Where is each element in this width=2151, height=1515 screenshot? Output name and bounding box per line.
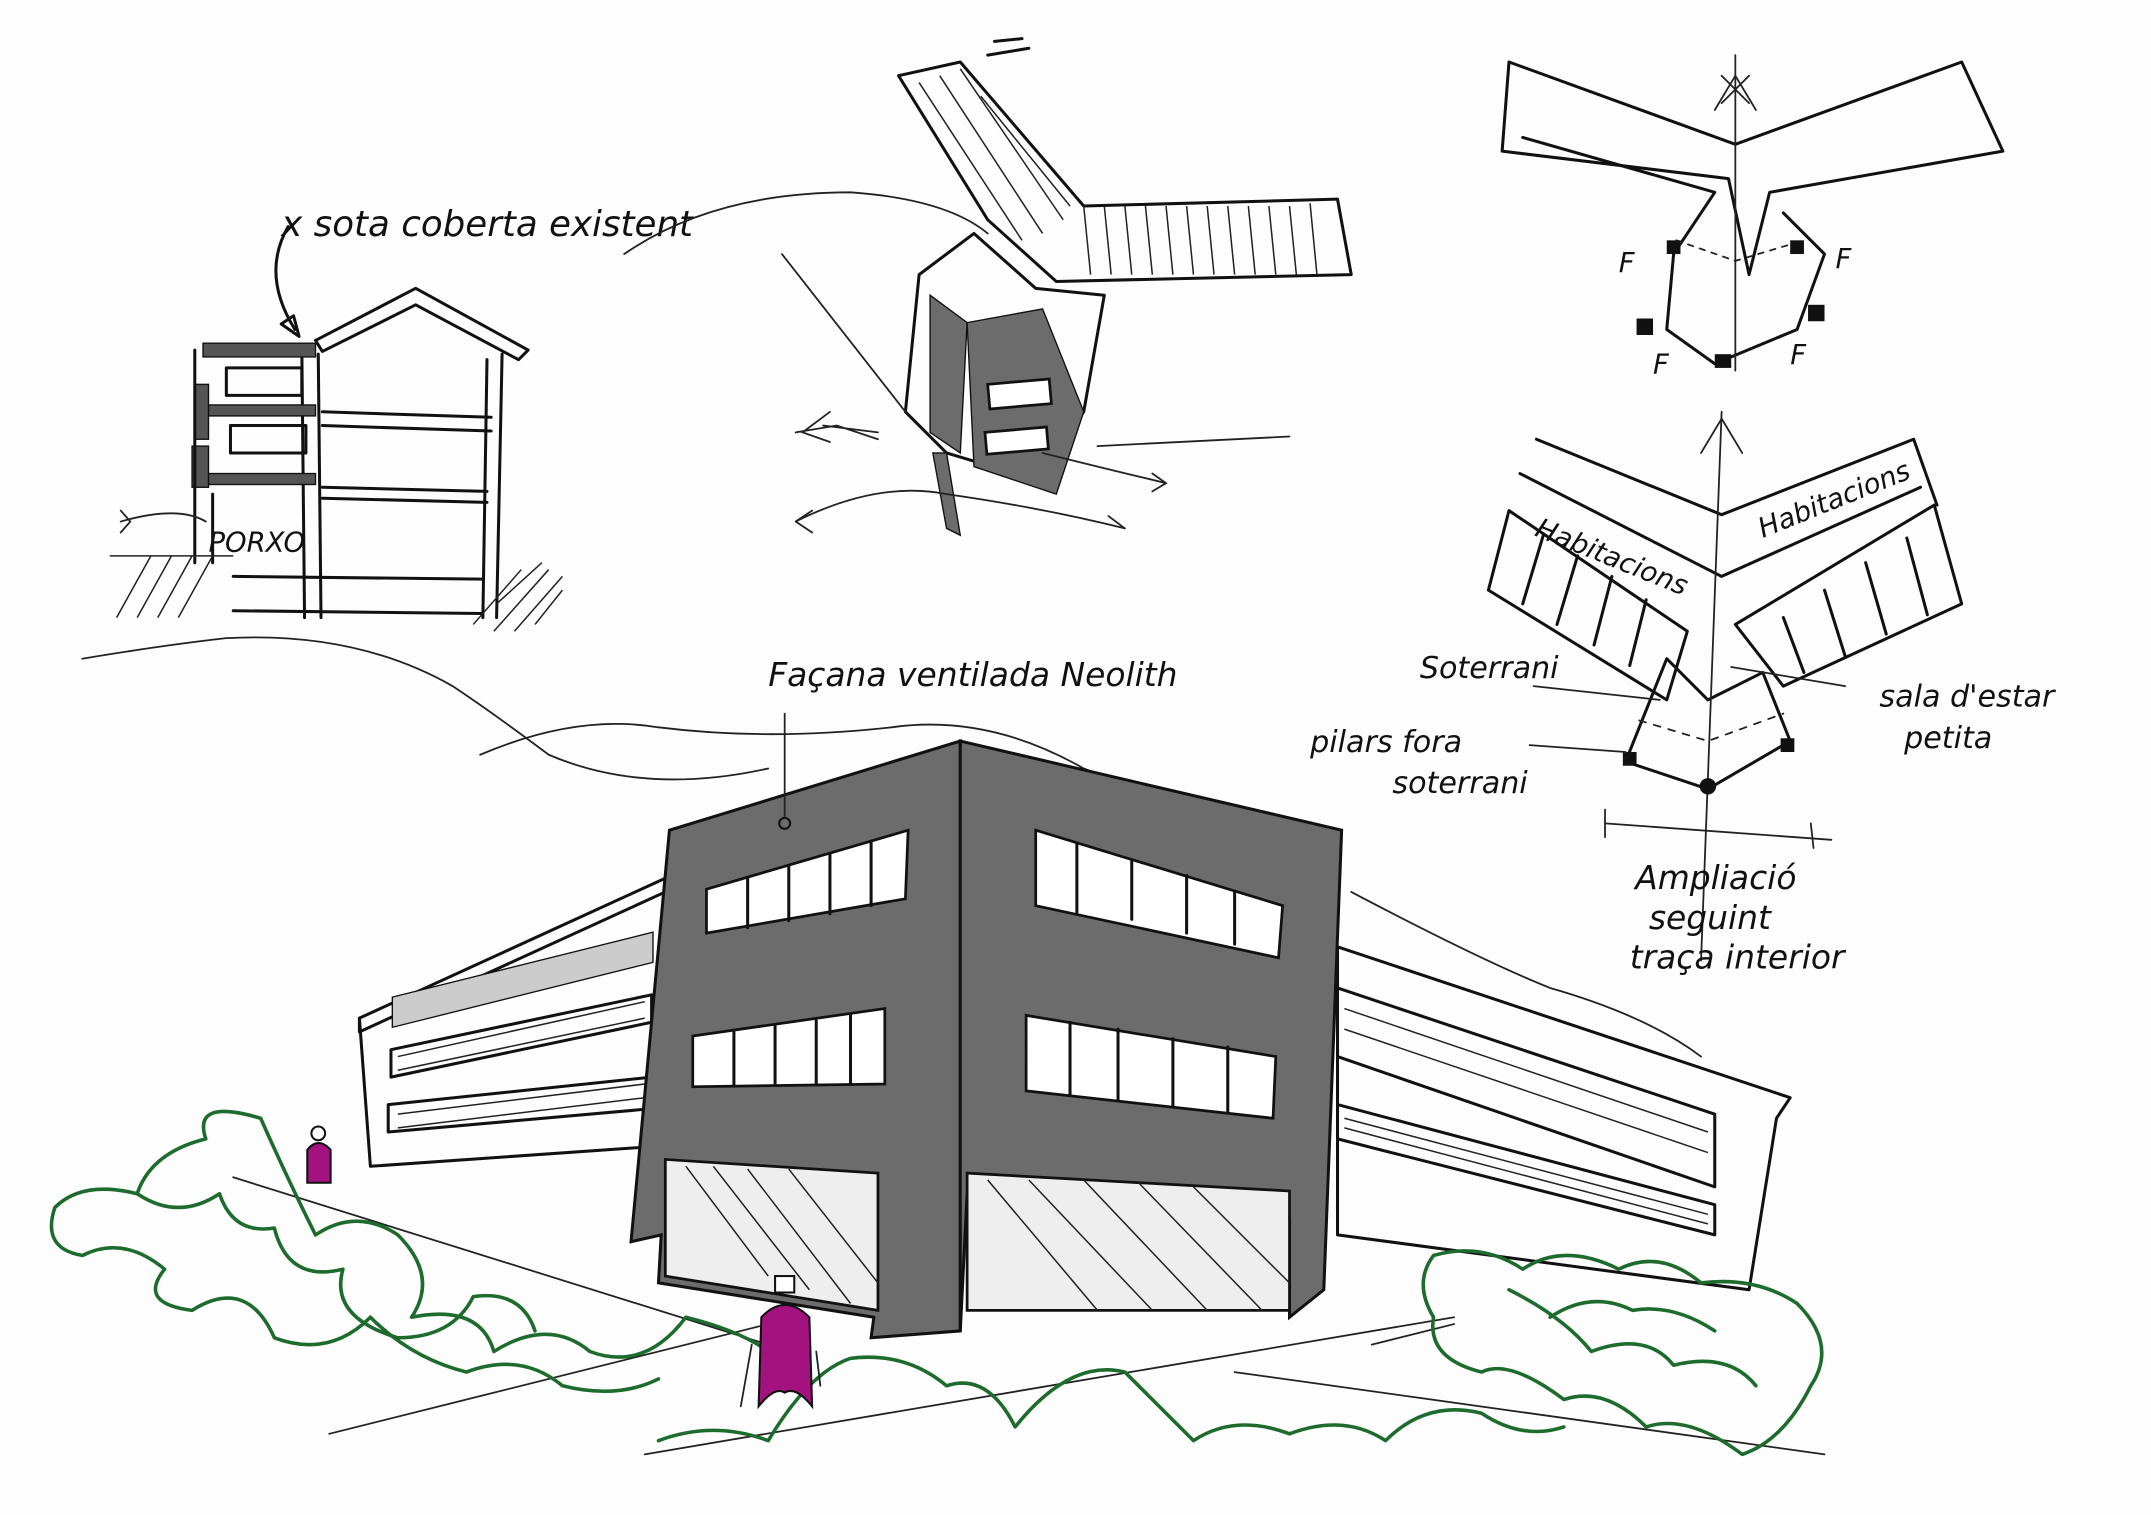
person-figure (739, 1275, 822, 1410)
basement-label: Soterrani (1420, 651, 1559, 686)
facade-note-label: Façana ventilada Neolith (768, 655, 1177, 694)
plan-sketch-top: F F F F (1500, 54, 2005, 380)
pillars-label: pilars fora (1309, 725, 1462, 760)
ground-lines (232, 1176, 1826, 1456)
main-building-perspective: Façana ventilada Neolith (357, 655, 1792, 1340)
pillar-label-f: F (1653, 349, 1670, 380)
wing-left-label: Habitacions (1531, 513, 1692, 602)
porch-label: PORXO (209, 528, 306, 559)
plan-sketch-bottom: Habitacions Habitacions Soterrani sala d… (1309, 410, 2056, 977)
extension-label: Ampliació (1633, 858, 1796, 897)
person-figure (306, 1125, 332, 1184)
people-figures (306, 1125, 822, 1410)
pillar-label-f: F (1619, 248, 1636, 279)
section-sketch: x sota coberta existent PORXO (81, 204, 770, 781)
living-room-label: sala d'estar (1879, 680, 2056, 715)
living-room-label-2: petita (1903, 721, 1992, 756)
pillar-label-f: F (1790, 340, 1807, 371)
pillars-label-2: soterrani (1392, 766, 1528, 801)
connector-line (623, 191, 989, 255)
extension-label-2: seguint (1649, 898, 1772, 937)
pillar-label-f: F (1835, 244, 1852, 275)
extension-label-3: traça interior (1630, 938, 1847, 977)
roof-perspective-sketch (781, 37, 1353, 537)
section-note-label: x sota coberta existent (280, 204, 695, 245)
